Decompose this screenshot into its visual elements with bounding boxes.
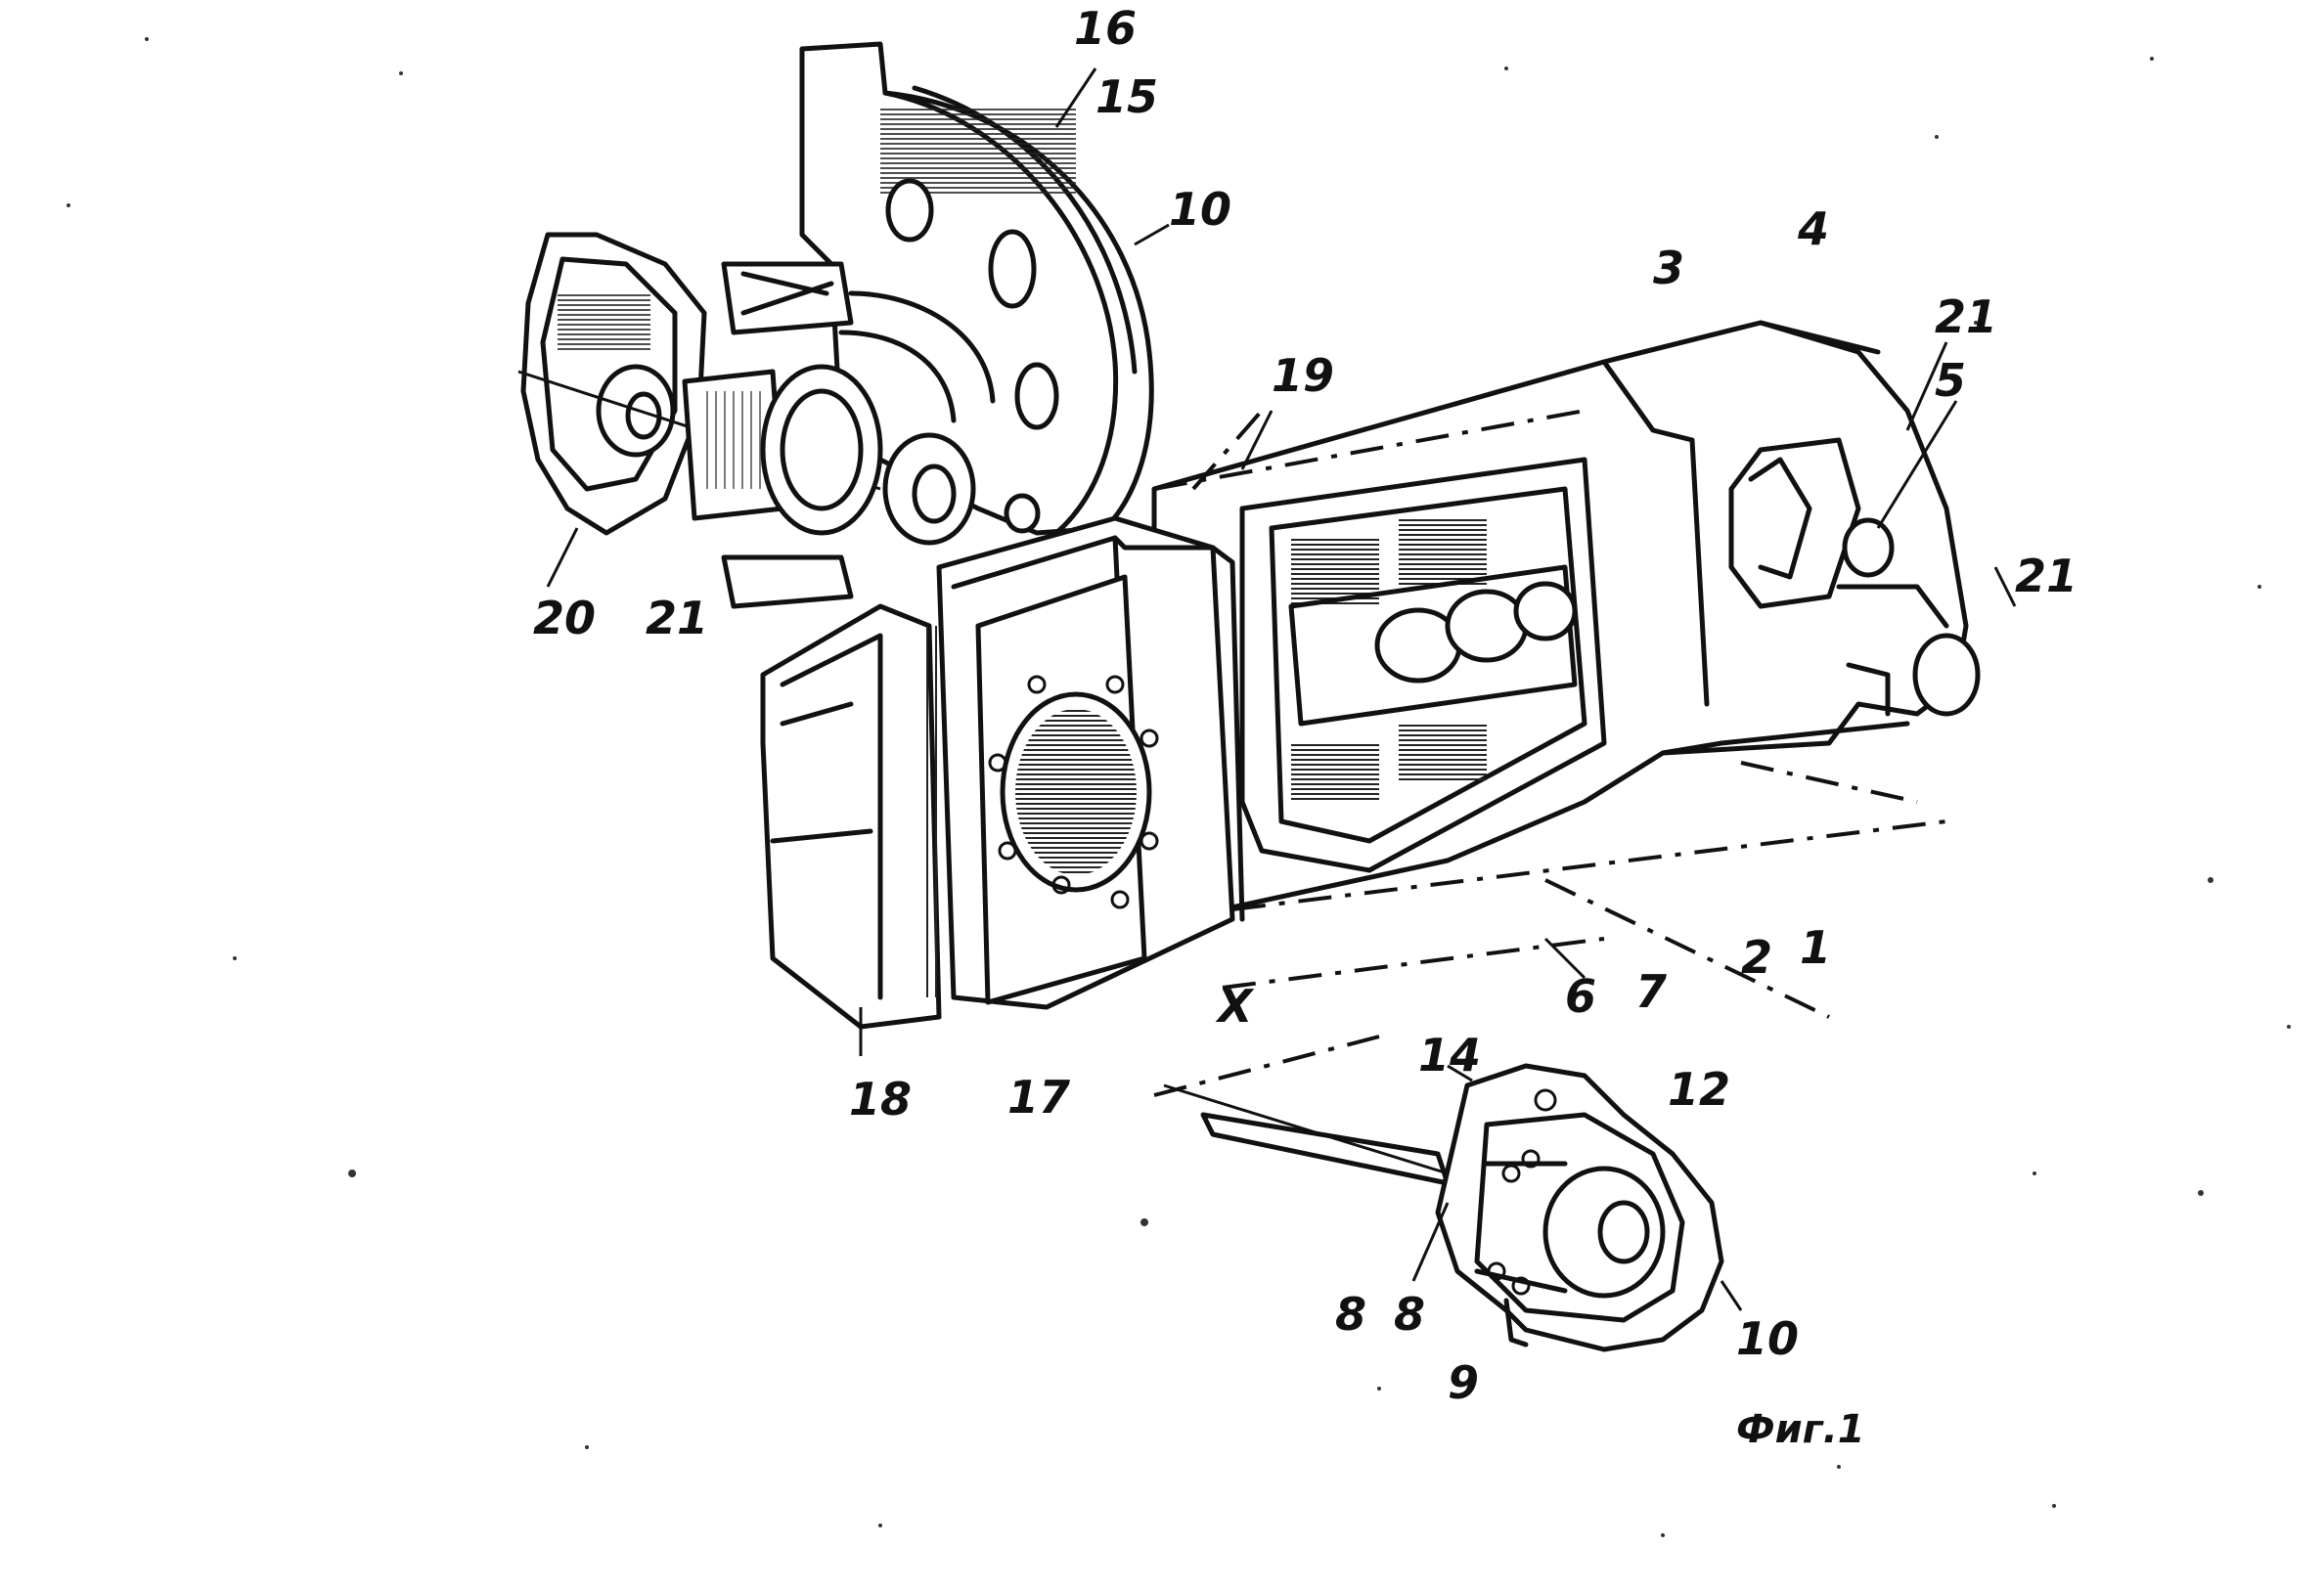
label-X: X	[1215, 980, 1255, 1033]
label-18: 18	[849, 1073, 912, 1126]
leader-lines	[546, 67, 2017, 1311]
label-21-left: 21	[646, 592, 708, 644]
label-15: 15	[1095, 70, 1158, 123]
label-8a: 8	[1335, 1288, 1366, 1341]
label-5: 5	[1935, 354, 1966, 407]
label-21-top: 21	[1935, 290, 1997, 343]
label-2: 2	[1741, 931, 1772, 984]
label-19: 19	[1272, 349, 1334, 402]
side-cover-18	[760, 603, 942, 1030]
label-1: 1	[1800, 921, 1831, 974]
figure-caption: Фиг.1	[1736, 1407, 1865, 1452]
label-9: 9	[1448, 1356, 1479, 1409]
gearbox-17	[936, 515, 1245, 1010]
motor-block	[1239, 457, 1607, 873]
label-20: 20	[533, 592, 596, 644]
label-10-bottom: 10	[1736, 1312, 1799, 1365]
label-7: 7	[1635, 965, 1667, 1018]
label-8b: 8	[1394, 1288, 1425, 1341]
detail-motor	[1163, 1063, 1724, 1352]
label-12: 12	[1668, 1063, 1730, 1116]
label-4: 4	[1797, 202, 1829, 255]
label-16: 16	[1074, 2, 1137, 55]
coupling-assembly	[682, 261, 976, 609]
label-6: 6	[1565, 970, 1596, 1023]
label-17: 17	[1007, 1071, 1070, 1124]
label-14: 14	[1418, 1029, 1481, 1082]
scan-noise	[67, 37, 2291, 1537]
label-10-top: 10	[1169, 183, 1231, 236]
axis-lines	[1153, 409, 1947, 1097]
label-3: 3	[1653, 242, 1684, 294]
label-21-right: 21	[2015, 550, 2078, 602]
part-labels: 16 15 10 3 4 21 5 19 21 20 21 6 7 2 1 X …	[533, 2, 2078, 1452]
flywheel-housing	[799, 41, 1154, 536]
